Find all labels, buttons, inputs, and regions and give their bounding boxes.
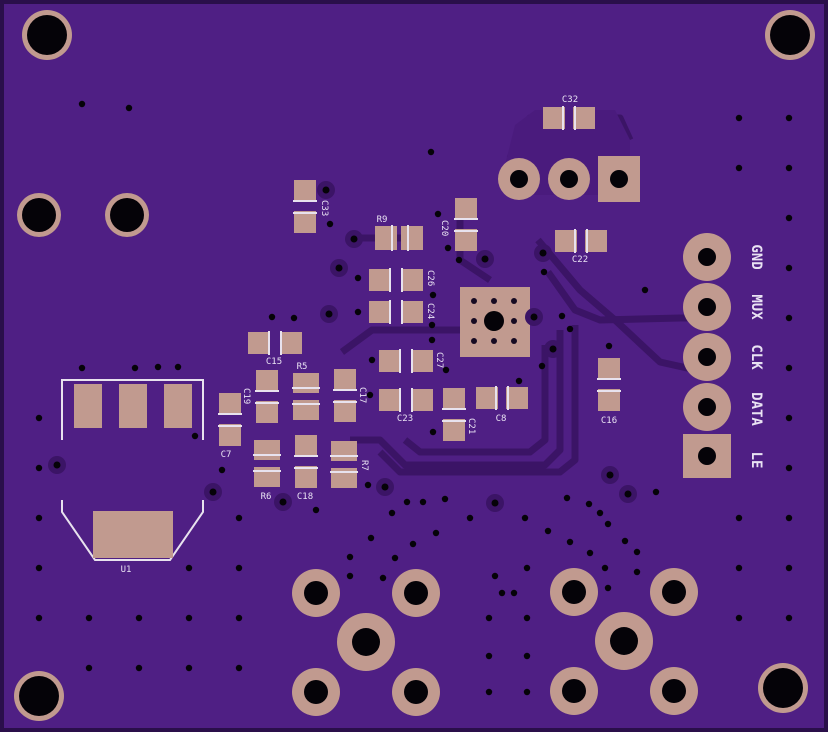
label-c27: C27 [434,352,444,368]
pin-label-data: DATA [748,392,764,426]
header-3pin [498,156,640,202]
label-r6: R6 [261,492,272,502]
label-c32: C32 [562,95,578,105]
cap-c22: C22 [555,229,607,265]
res-r6: R6 [253,440,281,502]
mounting-holes [14,10,815,721]
label-c24: C24 [425,303,435,319]
cap-c15: C15 [248,331,302,367]
label-c17: C17 [357,387,367,403]
cap-c21: C21 [442,388,476,441]
cap-c26: C26 [369,268,435,292]
cap-c27: C27 [379,349,444,373]
label-r9: R9 [377,215,388,225]
label-r7: R7 [359,460,369,471]
cap-c8: C8 [476,386,528,424]
label-c15: C15 [266,357,282,367]
res-r9: R9 [375,215,423,251]
label-c7: C7 [221,450,232,460]
label-c23: C23 [397,414,413,424]
u1-regulator: U1 [61,379,204,575]
cap-c24: C24 [369,300,435,324]
pin-label-gnd: GND [748,244,764,269]
cap-c7: C7 [218,393,242,460]
sma-connector-right [550,568,698,715]
label-r5: R5 [297,362,308,372]
label-c19: C19 [241,388,251,404]
cap-c19: C19 [241,370,279,423]
cap-c18: C18 [294,435,318,502]
pin-label-le: LE [748,452,764,469]
label-c22: C22 [572,255,588,265]
label-c33: C33 [319,200,329,216]
res-r5: R5 [292,362,320,420]
label-c20: C20 [439,220,449,236]
cap-c32: C32 [543,95,595,130]
connector-labels: GND MUX CLK DATA LE [748,244,764,468]
main-ic [460,287,530,357]
cap-c17: C17 [333,369,367,422]
pin-label-mux: MUX [748,294,764,320]
res-r7: R7 [330,441,369,488]
label-c21: C21 [466,418,476,434]
label-c16: C16 [601,416,617,426]
sma-connector-left [292,569,440,716]
passive-components: C32 C33 R9 C20 C22 C26 [218,95,621,502]
vias-large [48,181,637,512]
vias-small [35,100,793,696]
cap-c23: C23 [379,388,433,424]
label-c8: C8 [496,414,507,424]
label-c18: C18 [297,492,313,502]
cap-c16: C16 [597,358,621,426]
cap-c20: C20 [439,198,478,251]
connector-5pin [683,233,731,478]
cap-c33: C33 [293,180,329,233]
label-c26: C26 [425,270,435,286]
pin-label-clk: CLK [748,344,764,370]
label-u1: U1 [121,565,132,575]
